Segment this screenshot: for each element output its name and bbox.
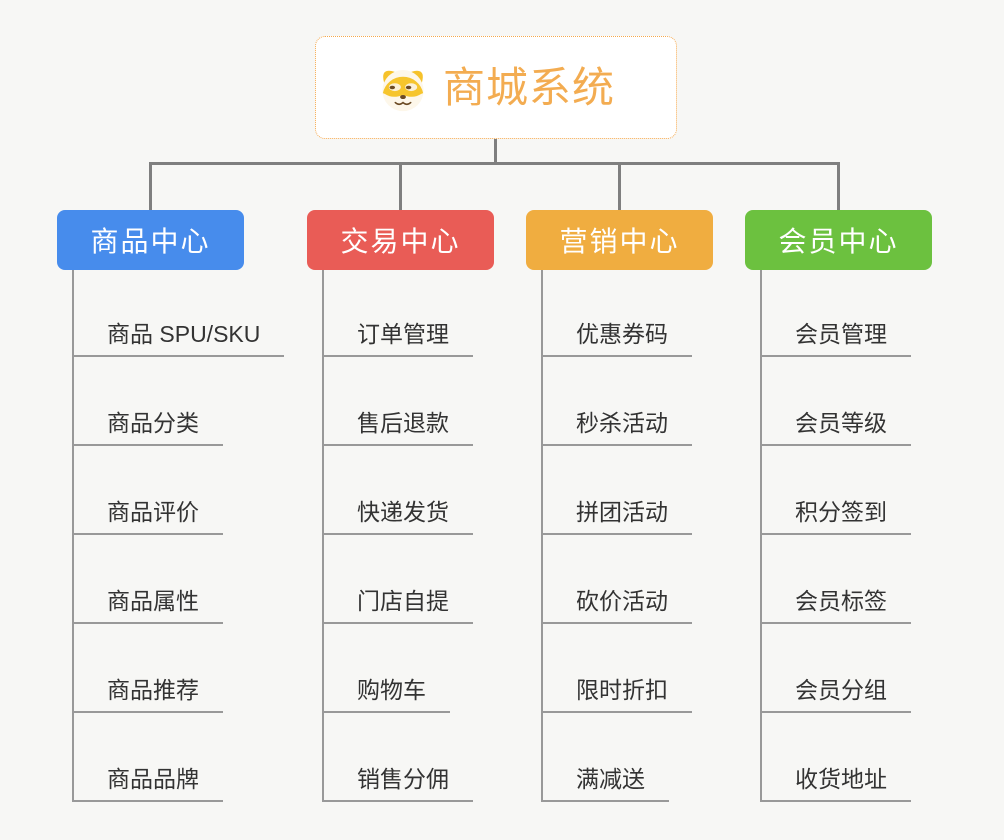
child-item-trade-center-2[interactable]: 快递发货 (322, 497, 473, 535)
child-item-marketing-center-5[interactable]: 满减送 (541, 764, 669, 802)
connector-root-stem (494, 139, 497, 165)
child-label: 商品属性 (107, 588, 199, 614)
child-label: 订单管理 (357, 321, 449, 347)
child-item-marketing-center-0[interactable]: 优惠券码 (541, 319, 692, 357)
child-item-trade-center-3[interactable]: 门店自提 (322, 586, 473, 624)
connector-child-stem (72, 270, 74, 802)
child-item-product-center-0[interactable]: 商品 SPU/SKU (72, 319, 285, 357)
child-label: 商品品牌 (107, 766, 199, 792)
child-item-marketing-center-3[interactable]: 砍价活动 (541, 586, 692, 624)
connector-child-stem (541, 270, 543, 802)
child-label: 秒杀活动 (576, 410, 668, 436)
connector-branch-drop (149, 162, 152, 210)
child-label: 商品分类 (107, 410, 199, 436)
child-label: 商品推荐 (107, 677, 199, 703)
child-label: 拼团活动 (576, 499, 668, 525)
branch-label: 商品中心 (90, 226, 211, 257)
child-label: 快递发货 (357, 499, 449, 525)
connector-child-stem (322, 270, 324, 802)
child-item-product-center-4[interactable]: 商品推荐 (72, 675, 223, 713)
child-label: 满减送 (576, 766, 645, 792)
child-item-trade-center-1[interactable]: 售后退款 (322, 408, 473, 446)
branch-box-marketing-center[interactable]: 营销中心 (526, 210, 713, 270)
child-label: 积分签到 (795, 499, 887, 525)
child-label: 会员管理 (795, 321, 887, 347)
child-label: 优惠券码 (576, 321, 668, 347)
child-label: 会员标签 (795, 588, 887, 614)
child-label: 收货地址 (795, 766, 887, 792)
child-label: 购物车 (357, 677, 426, 703)
child-item-member-center-5[interactable]: 收货地址 (760, 764, 911, 802)
root-node[interactable]: 商城系统 (315, 36, 677, 139)
child-item-trade-center-4[interactable]: 购物车 (322, 675, 450, 713)
child-item-member-center-2[interactable]: 积分签到 (760, 497, 911, 535)
branch-box-product-center[interactable]: 商品中心 (57, 210, 244, 270)
branch-label: 会员中心 (778, 226, 899, 257)
child-label: 会员分组 (795, 677, 887, 703)
dog-face-icon (377, 64, 429, 112)
child-item-marketing-center-1[interactable]: 秒杀活动 (541, 408, 692, 446)
child-item-marketing-center-2[interactable]: 拼团活动 (541, 497, 692, 535)
branch-label: 营销中心 (559, 226, 680, 257)
child-item-product-center-3[interactable]: 商品属性 (72, 586, 223, 624)
branch-box-member-center[interactable]: 会员中心 (745, 210, 932, 270)
connector-branch-drop (618, 162, 621, 210)
connector-trunk (149, 162, 840, 165)
connector-branch-drop (399, 162, 402, 210)
connector-child-stem (760, 270, 762, 802)
child-label: 会员等级 (795, 410, 887, 436)
child-item-member-center-3[interactable]: 会员标签 (760, 586, 911, 624)
child-item-product-center-2[interactable]: 商品评价 (72, 497, 223, 535)
child-item-product-center-5[interactable]: 商品品牌 (72, 764, 223, 802)
connector-branch-drop (837, 162, 840, 210)
child-label: 销售分佣 (357, 766, 449, 792)
child-label: 售后退款 (357, 410, 449, 436)
child-item-product-center-1[interactable]: 商品分类 (72, 408, 223, 446)
root-title: 商城系统 (442, 63, 615, 111)
child-label: 商品 SPU/SKU (107, 321, 261, 347)
child-item-marketing-center-4[interactable]: 限时折扣 (541, 675, 692, 713)
child-label: 砍价活动 (576, 588, 668, 614)
branch-box-trade-center[interactable]: 交易中心 (307, 210, 494, 270)
child-item-member-center-4[interactable]: 会员分组 (760, 675, 911, 713)
child-item-trade-center-5[interactable]: 销售分佣 (322, 764, 473, 802)
child-label: 商品评价 (107, 499, 199, 525)
child-item-member-center-0[interactable]: 会员管理 (760, 319, 911, 357)
child-label: 门店自提 (357, 588, 449, 614)
child-item-trade-center-0[interactable]: 订单管理 (322, 319, 473, 357)
child-label: 限时折扣 (576, 677, 668, 703)
child-item-member-center-1[interactable]: 会员等级 (760, 408, 911, 446)
branch-label: 交易中心 (340, 226, 461, 257)
